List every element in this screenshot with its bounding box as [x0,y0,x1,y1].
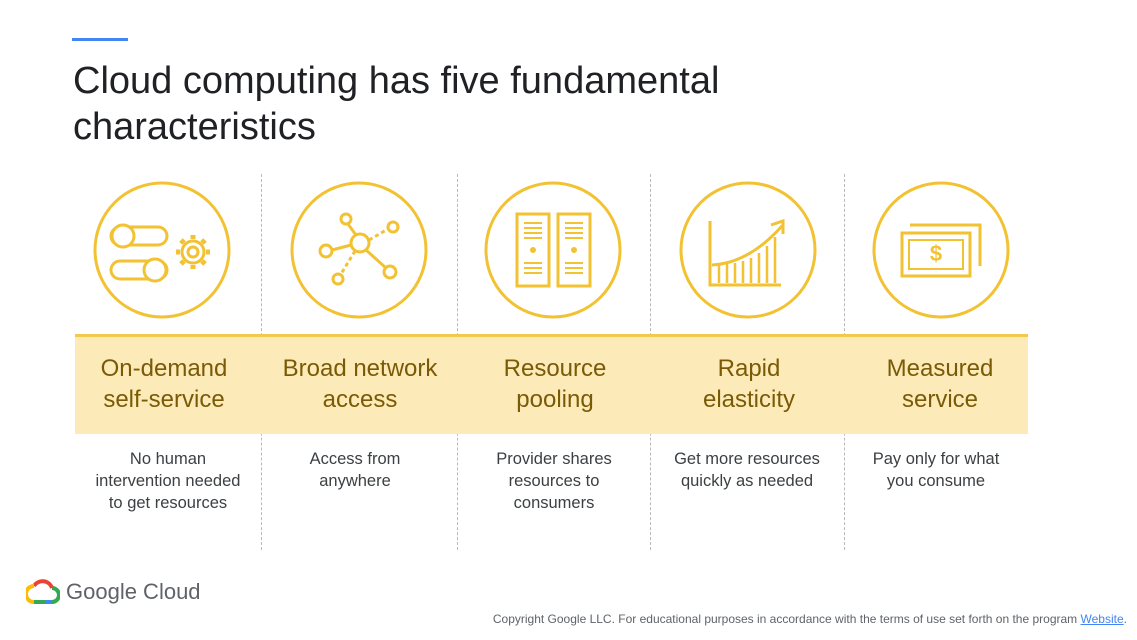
logo-text: Google Cloud [66,579,201,604]
network-icon [290,181,428,319]
copyright-notice: Copyright Google LLC. For educational pu… [493,612,1127,626]
website-link[interactable]: Website [1080,612,1124,626]
svg-text:$: $ [930,241,942,266]
title-accent-line [72,38,128,41]
characteristics-band [75,334,1028,434]
google-cloud-logo: Google Cloud [26,576,201,608]
google-cloud-icon [26,579,60,604]
page-title: Cloud computing has five fundamental cha… [73,60,720,148]
server-racks-icon [484,181,622,319]
copyright-period: . [1123,612,1127,626]
money-bill-icon: $ [872,181,1010,319]
copyright-text: Copyright Google LLC. For educational pu… [492,612,1081,626]
toggle-gear-icon [93,181,231,319]
growth-chart-icon [679,181,817,319]
